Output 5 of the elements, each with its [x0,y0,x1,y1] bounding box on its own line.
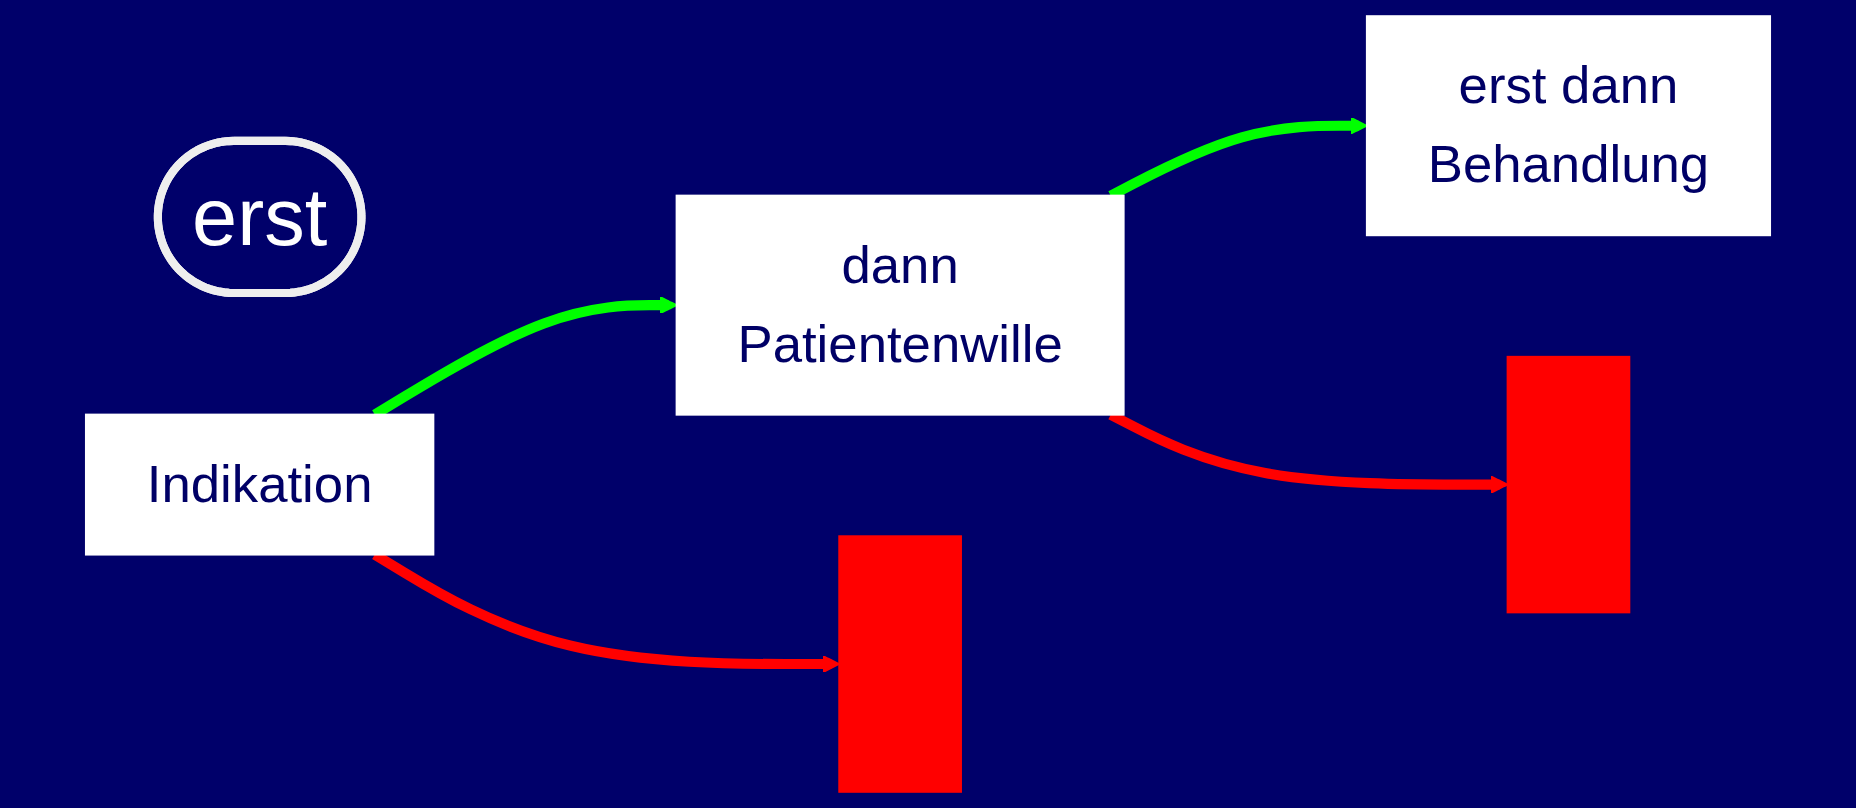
node-box: erst dann Behandlung [1365,15,1772,237]
node-bar [1506,355,1631,614]
node-box: dann Patientenwille [675,194,1125,416]
node-bar [838,535,962,793]
node-box: Indikation [84,413,435,556]
